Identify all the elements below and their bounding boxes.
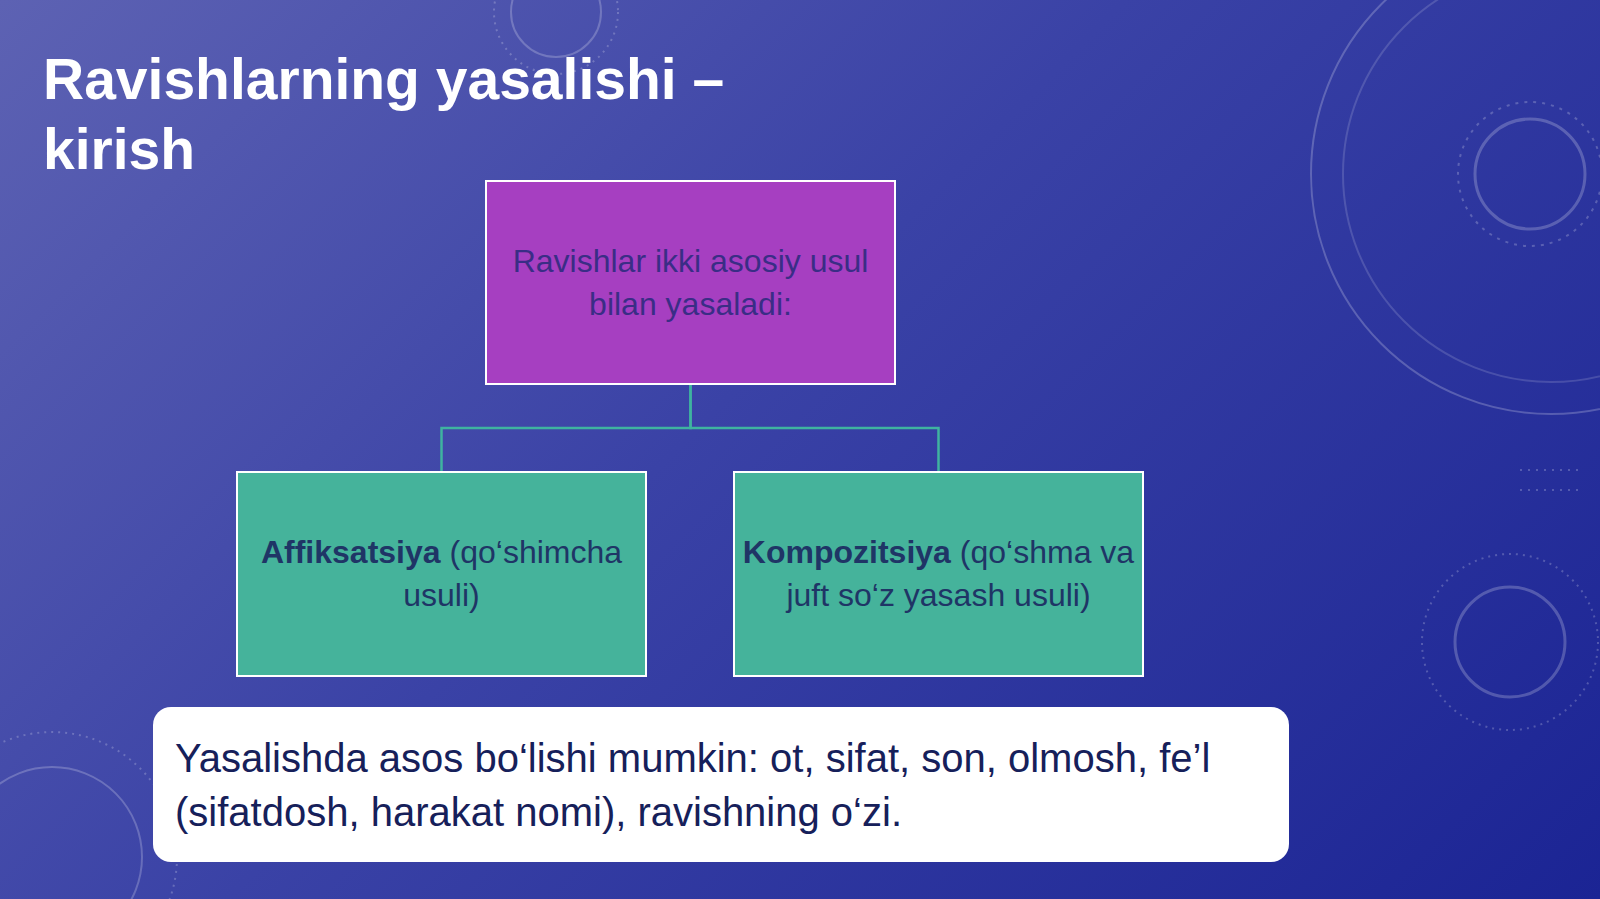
deco-ring — [1475, 119, 1585, 229]
deco-ring — [0, 732, 177, 899]
deco-ring — [1458, 102, 1600, 246]
method-box: Affiksatsiya(qo‘shimcha usuli) — [236, 471, 647, 677]
note-box: Yasalishda asos bo‘lishi mumkin: ot, sif… — [153, 707, 1289, 862]
deco-ring — [0, 767, 142, 899]
box-heading: Kompozitsiya — [743, 534, 951, 570]
deco-ring — [1422, 554, 1598, 730]
tree-connector — [442, 385, 691, 471]
deco-ticks — [1520, 470, 1580, 490]
slide-title: Ravishlarning yasalishi – kirish — [43, 44, 843, 184]
box-text: Yasalishda asos bo‘lishi mumkin: ot, sif… — [175, 736, 1210, 834]
root-box: Ravishlar ikki asosiy usul bilan yasalad… — [485, 180, 896, 385]
box-text: Ravishlar ikki asosiy usul bilan yasalad… — [513, 243, 869, 322]
tree-connector — [691, 385, 939, 471]
deco-ring — [1343, 0, 1600, 382]
deco-ring — [1311, 0, 1600, 414]
box-heading: Affiksatsiya — [261, 534, 441, 570]
deco-ring — [1455, 587, 1565, 697]
method-box: Kompozitsiya(qo‘shma va juft so‘z yasash… — [733, 471, 1144, 677]
